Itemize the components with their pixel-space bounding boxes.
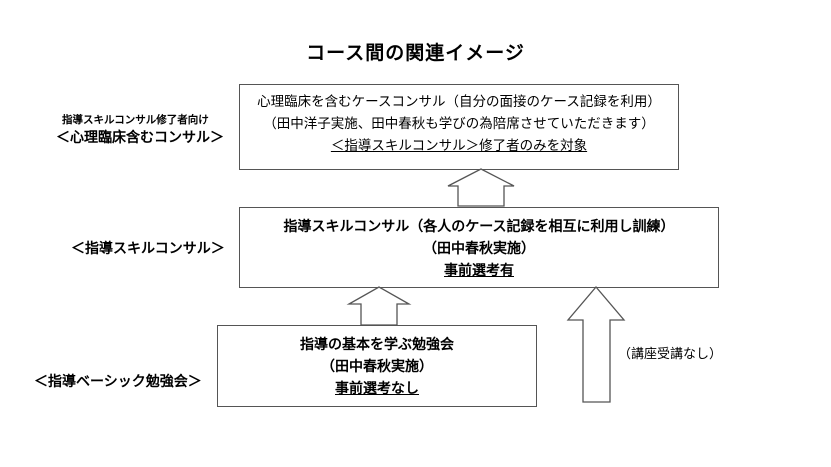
middle-course-name: ＜指導スキルコンサル＞ [71, 241, 225, 257]
top-course-eligibility: ＜指導スキルコンサル＞修了者のみを対象 [330, 138, 588, 154]
top-course-box: 心理臨床を含むケースコンサル（自分の面接のケース記録を利用） （田中洋子実施、田… [239, 84, 679, 170]
direct-entry-label: （講座受講なし） [618, 347, 723, 362]
bottom-course-selection: 事前選考なし [335, 381, 419, 397]
arrow-direct-to-middle [566, 285, 626, 403]
middle-course-instructor: （田中春秋実施） [423, 241, 535, 257]
top-course-description: 心理臨床を含むケースコンサル（自分の面接のケース記録を利用） [257, 94, 661, 110]
top-course-instructors: （田中洋子実施、田中春秋も学びの為陪席させていただきます） [263, 116, 655, 132]
middle-course-box: 指導スキルコンサル（各人のケース記録を相互に利用し訓練） （田中春秋実施） 事前… [239, 207, 719, 288]
top-course-target-note: 指導スキルコンサル修了者向け [62, 114, 209, 126]
arrow-middle-to-top [447, 168, 515, 207]
bottom-course-instructor: （田中春秋実施） [321, 359, 433, 375]
bottom-course-box: 指導の基本を学ぶ勉強会 （田中春秋実施） 事前選考なし [217, 325, 537, 407]
middle-course-selection: 事前選考有 [444, 263, 514, 279]
top-course-name: ＜心理臨床含むコンサル＞ [56, 130, 224, 146]
middle-course-description: 指導スキルコンサル（各人のケース記録を相互に利用し訓練） [283, 219, 675, 235]
diagram-title: コース間の関連イメージ [306, 42, 525, 64]
arrow-bottom-to-middle [346, 286, 412, 326]
bottom-course-description: 指導の基本を学ぶ勉強会 [300, 337, 454, 353]
bottom-course-name: ＜指導ベーシック勉強会＞ [34, 374, 202, 390]
